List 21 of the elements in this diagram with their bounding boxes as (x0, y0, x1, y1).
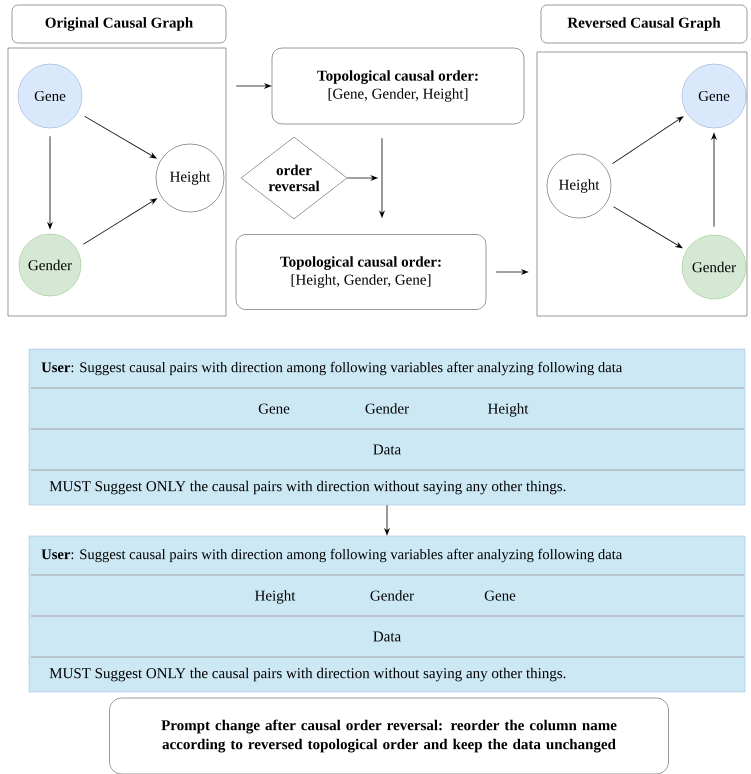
column-name: Gender (366, 403, 409, 414)
column-name: Height (488, 403, 528, 417)
prompt-text: User: Suggest causal pairs with direction among following variables after analyzing following data (42, 548, 622, 562)
column-name: Height (255, 590, 296, 604)
data-row: Data (373, 444, 401, 454)
title-box: Original Causal Graph (12, 4, 226, 44)
data-row: Data (373, 632, 401, 642)
instruction-text: MUST Suggest ONLY the causal pairs with direction without saying any other things. (50, 668, 566, 682)
column-name: Gender (370, 590, 414, 601)
prompt-text: User: Suggest causal pairs with direction among following variables after analyzing following data (42, 362, 622, 376)
order-box: Topological causal order: [Height, Gender, Gene] (236, 234, 486, 310)
order-box: Topological causal order: [Gene, Gender, Height] (272, 48, 524, 124)
graph-frame (536, 52, 748, 316)
note-box: Prompt change after causal order reversal: reorder the column name according to reversed topological order and keep the data unchanged (109, 698, 669, 774)
title-box: Reversed Causal Graph (540, 4, 748, 44)
instruction-text: MUST Suggest ONLY the causal pairs with direction without saying any other things. (50, 480, 566, 494)
column-name: Gene (258, 404, 290, 414)
column-name: Gene (484, 590, 516, 601)
graph-frame (8, 48, 226, 316)
prompt-table (28, 536, 746, 692)
prompt-table (28, 348, 746, 506)
